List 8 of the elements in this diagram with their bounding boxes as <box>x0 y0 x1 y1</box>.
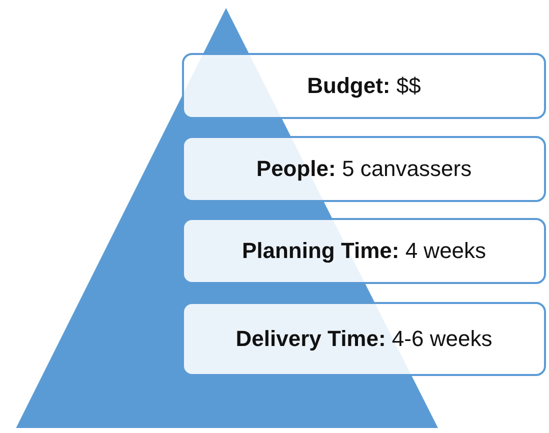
level-box <box>182 302 546 376</box>
level-text: Delivery Time: 4-6 weeks <box>236 326 492 352</box>
level-box <box>182 53 546 119</box>
level-box <box>182 218 546 284</box>
level-text: People: 5 canvassers <box>256 156 472 182</box>
level-text: Planning Time: 4 weeks <box>242 238 486 264</box>
level-text: Budget: $$ <box>307 73 421 99</box>
level-box <box>182 136 546 202</box>
